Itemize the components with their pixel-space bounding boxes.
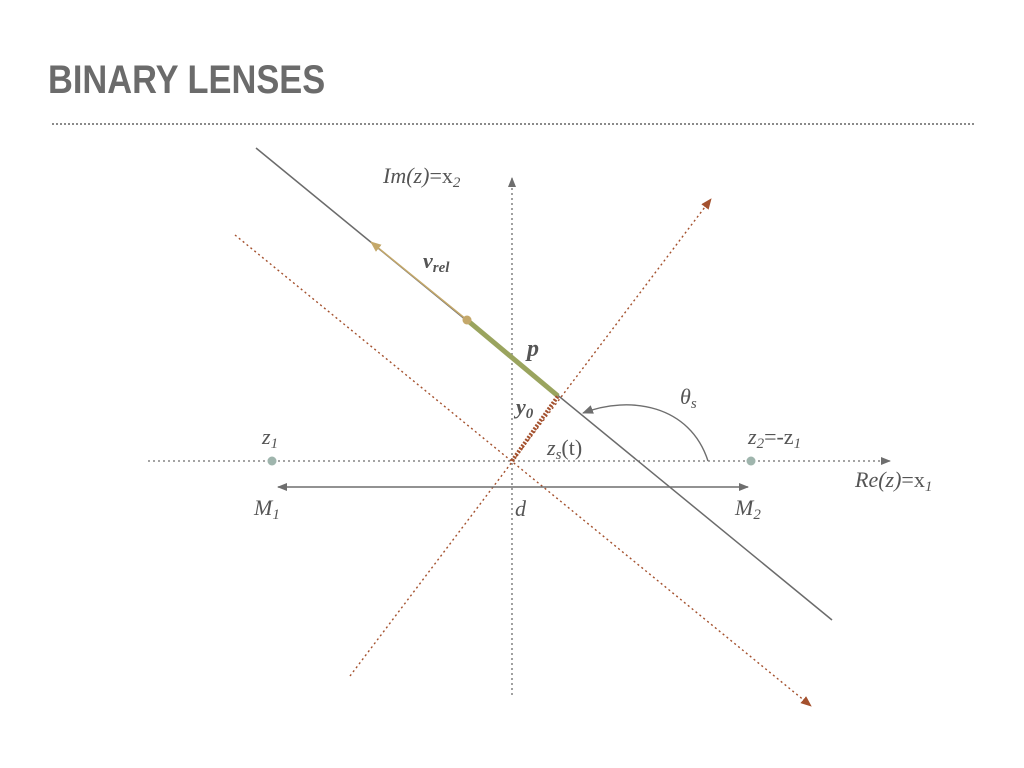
- imag-axis-label: Im(z)=x2: [382, 163, 461, 191]
- real-axis-label: Re(z)=x1: [854, 467, 932, 495]
- m2-label: M2: [734, 495, 761, 523]
- title-divider: [52, 123, 974, 125]
- zs-label: zs(t): [546, 435, 582, 463]
- impact-parameter-segment: [510, 394, 560, 463]
- theta-label: θs: [680, 384, 697, 412]
- y0-label: y0: [513, 394, 534, 422]
- velocity-label: vrel: [423, 248, 450, 276]
- slide-title: BINARY LENSES: [48, 58, 326, 102]
- velocity-arrow: [370, 241, 468, 321]
- m1-label: M1: [253, 495, 280, 523]
- z2-label: z2=-z1: [747, 424, 801, 452]
- separation-label: d: [515, 496, 527, 521]
- p-label: p: [525, 336, 539, 362]
- rotated-axis-2: [234, 234, 812, 707]
- z1-label: z1: [261, 424, 278, 452]
- lens-point-z2: [746, 456, 756, 466]
- p-segment: [465, 318, 560, 398]
- angle-arc: [582, 404, 709, 462]
- lens-point-z1: [267, 456, 277, 466]
- velocity-origin-point: [462, 315, 472, 325]
